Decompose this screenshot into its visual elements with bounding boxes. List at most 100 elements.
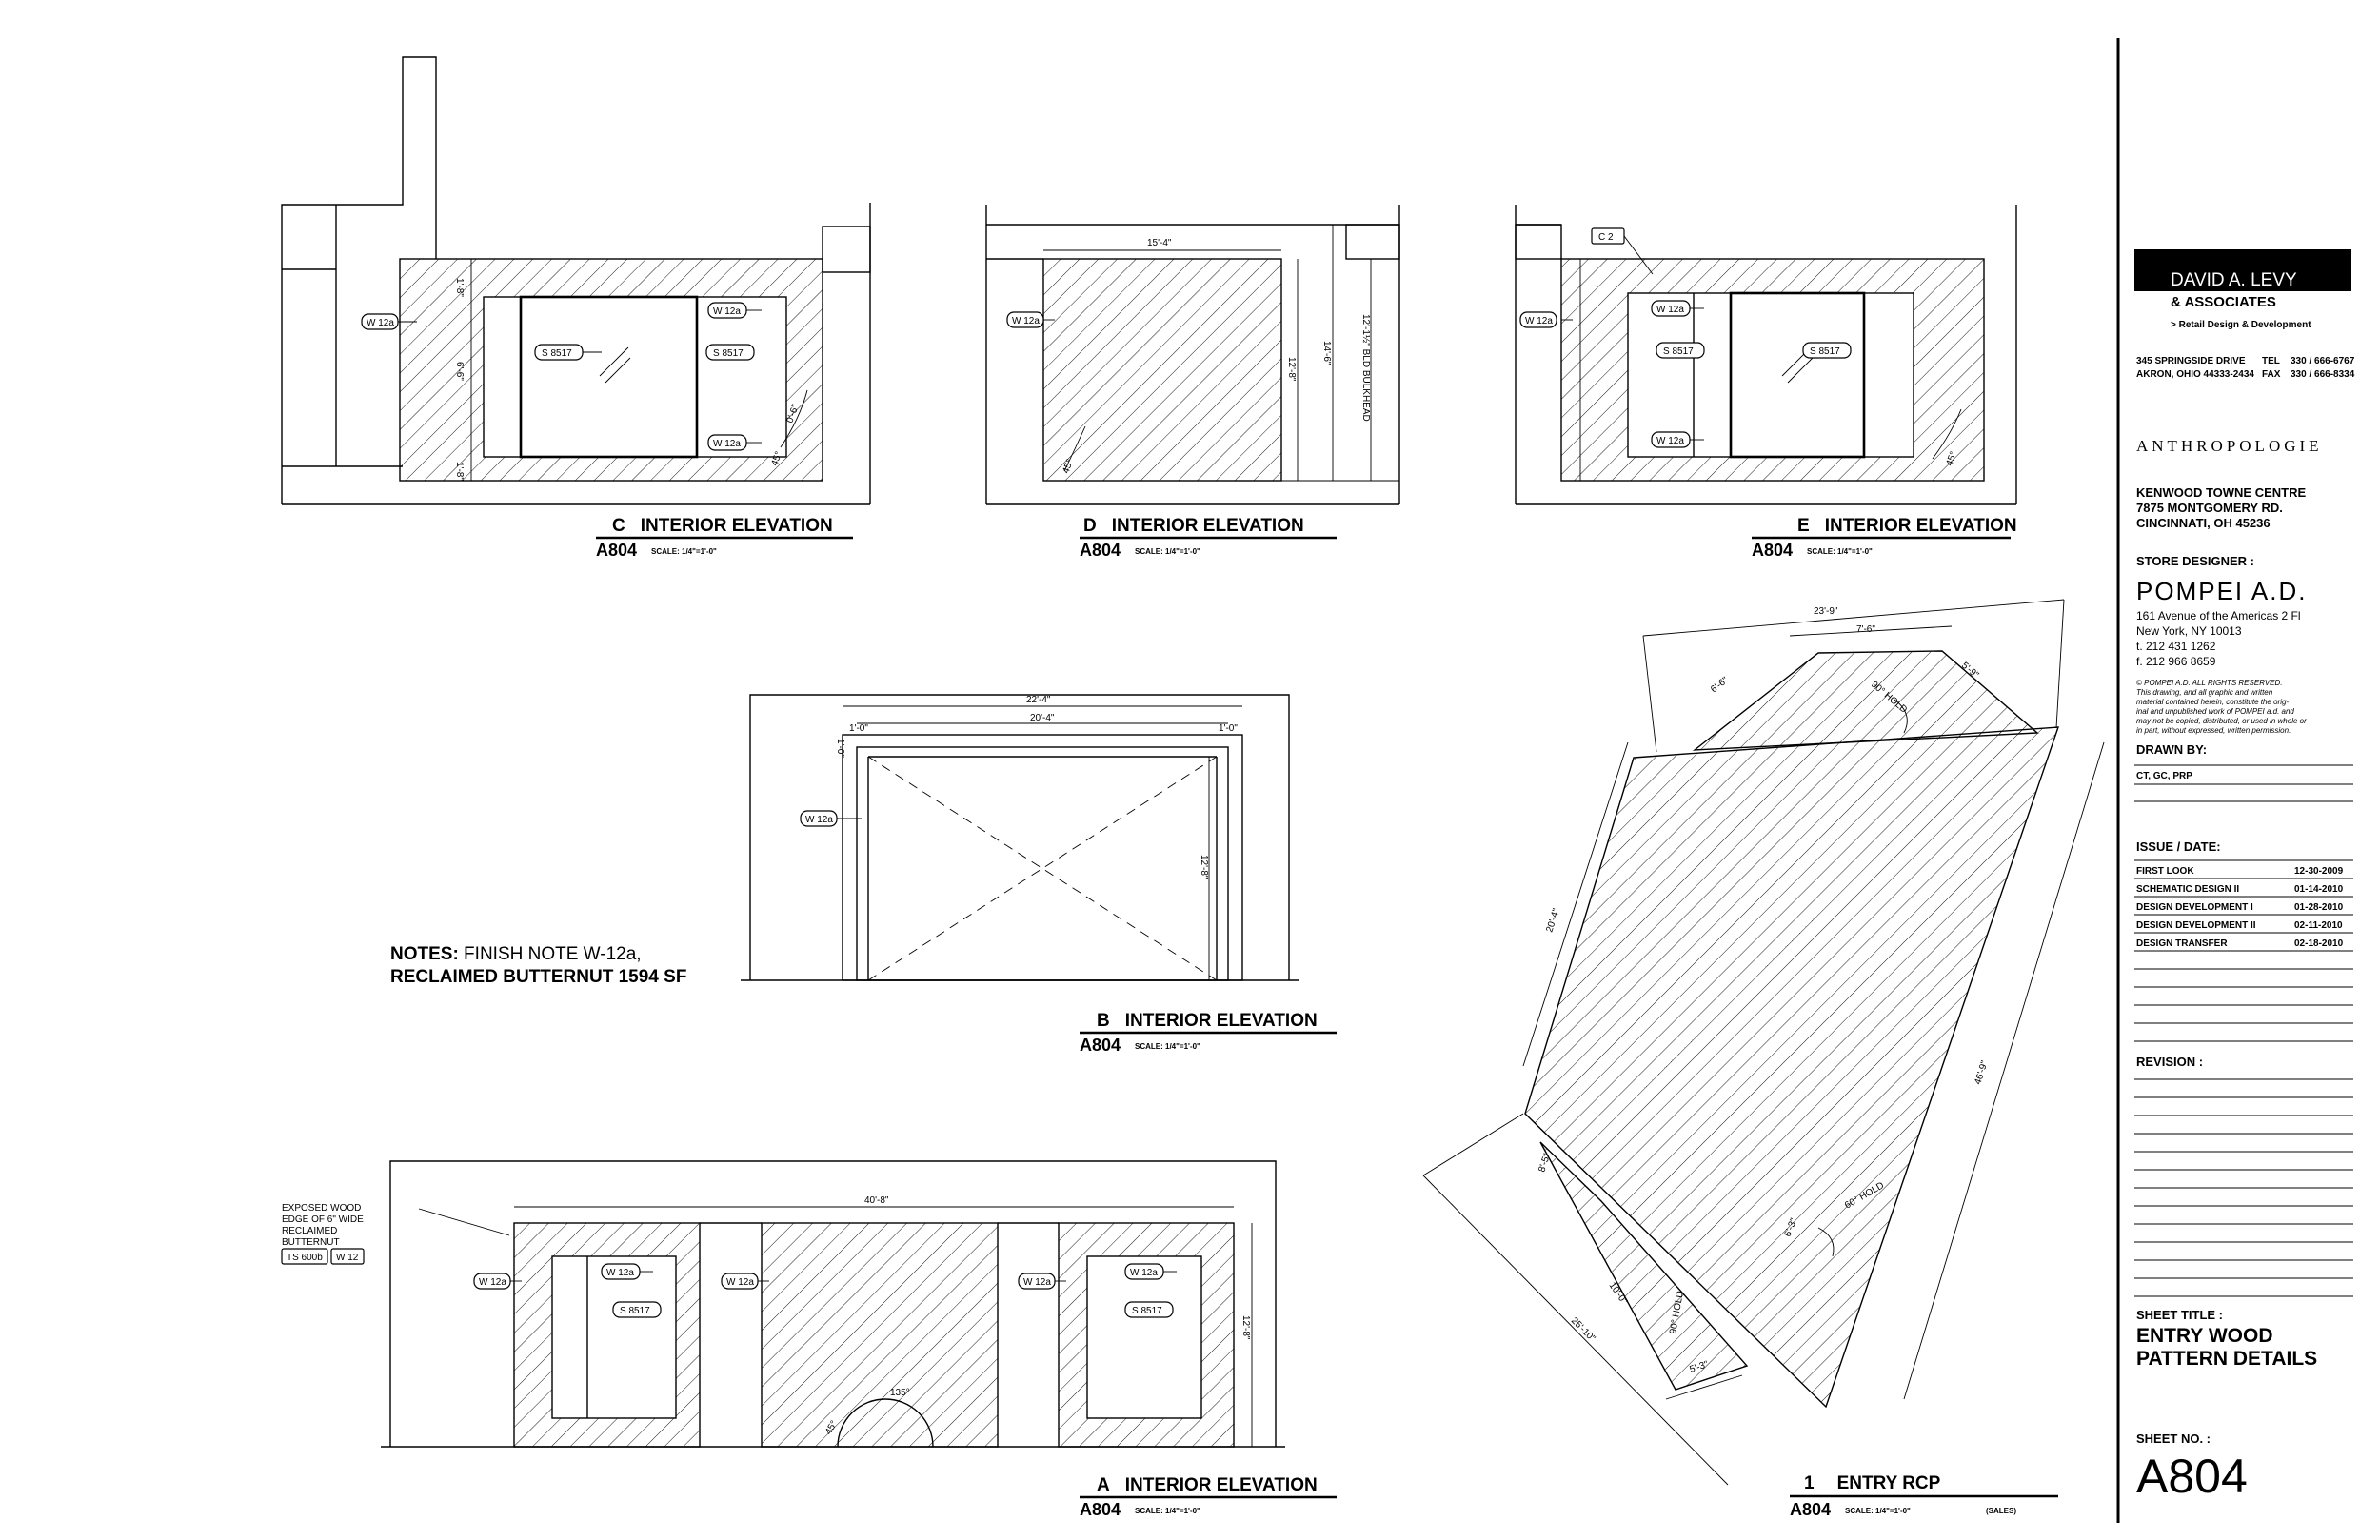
dim-a-1: 40'-8" bbox=[864, 1195, 889, 1206]
tag-w12: W 12 bbox=[330, 1248, 365, 1265]
svg-text:S 8517: S 8517 bbox=[1132, 1306, 1162, 1316]
revision-label: REVISION : bbox=[2136, 1055, 2203, 1069]
elev-b-title: INTERIOR ELEVATION bbox=[1125, 1011, 1318, 1031]
tag-w12a: W 12a bbox=[1519, 311, 1573, 328]
svg-text:NOTES: FINISH NOTE W-12a,: NOTES: FINISH NOTE W-12a, bbox=[390, 944, 642, 964]
issue-table: FIRST LOOK 12-30-2009 SCHEMATIC DESIGN I… bbox=[2134, 859, 2353, 1042]
firm-name: DAVID A. LEVY bbox=[2171, 270, 2297, 290]
notes-line1: FINISH NOTE W-12a, bbox=[459, 944, 642, 964]
elev-d-letter: D bbox=[1083, 516, 1097, 536]
elev-a-ref: A804 bbox=[1080, 1500, 1121, 1519]
tag-w12a: W 12a bbox=[1018, 1273, 1066, 1290]
sheet-number: A804 bbox=[2136, 1450, 2248, 1503]
elev-e-letter: E bbox=[1797, 516, 1810, 536]
svg-text:W 12a: W 12a bbox=[479, 1277, 506, 1288]
designer-addr-2: New York, NY 10013 bbox=[2136, 624, 2242, 638]
firm-tagline: > Retail Design & Development bbox=[2171, 320, 2311, 330]
tag-s8517: S 8517 bbox=[1656, 342, 1705, 359]
rights-line-5: may not be copied, distributed, or used … bbox=[2136, 717, 2307, 725]
tag-w12a: W 12a bbox=[707, 302, 762, 319]
dim-rcp-10: 25'-10" bbox=[1569, 1315, 1597, 1344]
dim-a-3: 135° bbox=[890, 1388, 910, 1398]
designer-name: POMPEI A.D. bbox=[2136, 577, 2308, 605]
firm-name-2: & ASSOCIATES bbox=[2171, 294, 2276, 310]
elev-a-letter: A bbox=[1097, 1475, 1110, 1495]
dim-c-4: 45° bbox=[769, 450, 784, 467]
notes-label: NOTES: bbox=[390, 944, 459, 964]
issue-name: DESIGN DEVELOPMENT II bbox=[2136, 920, 2256, 931]
elev-c-ref: A804 bbox=[596, 541, 637, 560]
svg-text:W 12a: W 12a bbox=[805, 815, 833, 825]
designer-fax: f. 212 966 8659 bbox=[2136, 655, 2216, 668]
dim-b-1: 22'-4" bbox=[1026, 695, 1051, 705]
issue-date: 12-30-2009 bbox=[2294, 866, 2344, 877]
dim-d-2: 12'-8" bbox=[1286, 357, 1297, 382]
elev-c-scale: SCALE: 1/4"=1'-0" bbox=[651, 547, 717, 556]
dim-b-5: 1'-0" bbox=[835, 739, 845, 758]
elev-b-letter: B bbox=[1097, 1011, 1110, 1031]
note-line-3: RECLAIMED bbox=[282, 1226, 337, 1236]
client-name: ANTHROPOLOGIE bbox=[2136, 437, 2323, 455]
elev-e-title: INTERIOR ELEVATION bbox=[1825, 516, 2017, 536]
firm-addr-2: AKRON, OHIO 44333-2434 bbox=[2136, 369, 2254, 380]
tag-s8517: S 8517 bbox=[612, 1301, 662, 1318]
tag-s8517: S 8517 bbox=[534, 344, 602, 361]
elevation-e: 45° C 2 W 12a W 12a S 8517 S 8517 W 12a … bbox=[1515, 205, 2017, 560]
dim-e-1: 45° bbox=[1944, 450, 1959, 467]
elev-b-ref: A804 bbox=[1080, 1036, 1121, 1055]
sheet-title-line-1: ENTRY WOOD bbox=[2136, 1325, 2273, 1347]
dim-rcp-1: 23'-9" bbox=[1814, 606, 1838, 617]
svg-text:W 12a: W 12a bbox=[1656, 305, 1684, 315]
svg-text:S 8517: S 8517 bbox=[1810, 346, 1840, 357]
rights-line-4: inal and unpublished work of POMPEI a.d.… bbox=[2136, 707, 2294, 716]
notes: NOTES: FINISH NOTE W-12a, RECLAIMED BUTT… bbox=[390, 944, 686, 987]
elevation-c: 1'-8" 6'-6" 1'-8" 45° 0'-6" W 12a S 8517… bbox=[281, 56, 871, 560]
issue-date: 01-28-2010 bbox=[2294, 902, 2344, 913]
note-line-4: BUTTERNUT bbox=[282, 1237, 340, 1248]
designer-addr-1: 161 Avenue of the Americas 2 Fl bbox=[2136, 609, 2301, 622]
tel-number: 330 / 666-6767 bbox=[2291, 356, 2355, 366]
dim-d-3: 14'-6" bbox=[1321, 341, 1332, 365]
tag-w12a: W 12a bbox=[361, 313, 417, 330]
firm-addr-1: 345 SPRINGSIDE DRIVE bbox=[2136, 356, 2246, 366]
issue-name: DESIGN TRANSFER bbox=[2136, 938, 2228, 949]
tag-s8517: S 8517 bbox=[1124, 1301, 1174, 1318]
svg-text:W 12a: W 12a bbox=[713, 306, 741, 317]
elev-d-title: INTERIOR ELEVATION bbox=[1112, 516, 1304, 536]
tag-w12a: W 12a bbox=[800, 810, 862, 827]
dim-c-3: 1'-8" bbox=[454, 462, 465, 481]
dim-d-4: 12'-1½" BLD BULKHEAD bbox=[1360, 314, 1371, 422]
svg-text:W 12a: W 12a bbox=[1012, 316, 1040, 326]
drawn-by-label: DRAWN BY: bbox=[2136, 742, 2207, 757]
designer-tel: t. 212 431 1262 bbox=[2136, 640, 2216, 653]
tag-w12a: W 12a bbox=[1651, 431, 1704, 448]
rcp-ref: A804 bbox=[1790, 1500, 1831, 1519]
title-block: DAVID A. LEVY & ASSOCIATES > Retail Desi… bbox=[2116, 38, 2355, 1523]
svg-text:W 12a: W 12a bbox=[1130, 1268, 1158, 1278]
svg-text:S 8517: S 8517 bbox=[713, 348, 744, 359]
dim-b-6: 12'-8" bbox=[1199, 855, 1209, 879]
rights-line-1: © POMPEI A.D. ALL RIGHTS RESERVED. bbox=[2136, 679, 2283, 687]
rcp-number: 1 bbox=[1804, 1473, 1815, 1493]
site-line-1: KENWOOD TOWNE CENTRE bbox=[2136, 485, 2306, 500]
elev-c-title: INTERIOR ELEVATION bbox=[641, 516, 833, 536]
rcp-scale: SCALE: 1/4"=1'-0" bbox=[1845, 1507, 1911, 1515]
tag-w12a: W 12a bbox=[1006, 311, 1055, 328]
dim-b-3: 1'-0" bbox=[849, 723, 868, 734]
elev-a-title: INTERIOR ELEVATION bbox=[1125, 1475, 1318, 1495]
elev-e-scale: SCALE: 1/4"=1'-0" bbox=[1807, 547, 1873, 556]
dim-rcp-7: 46'-9" bbox=[1973, 1059, 1990, 1086]
svg-text:S 8517: S 8517 bbox=[542, 348, 572, 359]
elevation-a: 40'-8" 12'-8" 135° 45° EXPOSED WOOD EDGE… bbox=[281, 1160, 1337, 1519]
tag-w12a: W 12a bbox=[473, 1273, 522, 1290]
svg-text:W 12a: W 12a bbox=[726, 1277, 754, 1288]
notes-line2: RECLAIMED BUTTERNUT 1594 SF bbox=[390, 967, 686, 987]
elev-d-scale: SCALE: 1/4"=1'-0" bbox=[1135, 547, 1200, 556]
revision-lines bbox=[2134, 1078, 2353, 1297]
store-designer-label: STORE DESIGNER : bbox=[2136, 554, 2254, 568]
